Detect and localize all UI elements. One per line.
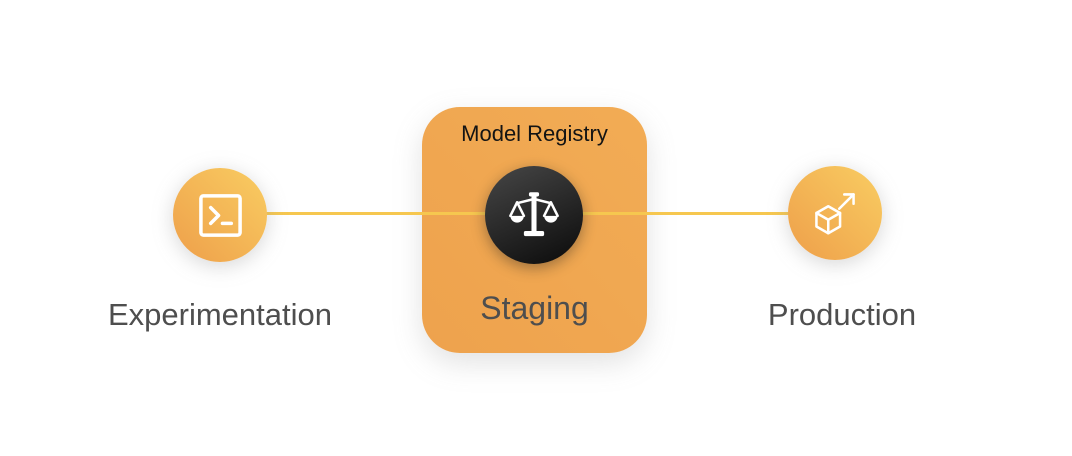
cube-arrow-icon [815,193,855,235]
experimentation-label: Experimentation [107,297,332,332]
staging-label: Staging [480,290,589,326]
scales-icon [509,192,559,237]
production-label: Production [767,297,917,332]
production-node [788,166,882,260]
model-registry-title: Model Registry [461,121,608,146]
experimentation-node [173,168,267,262]
registry-badge [485,166,583,264]
terminal-icon [198,193,242,237]
